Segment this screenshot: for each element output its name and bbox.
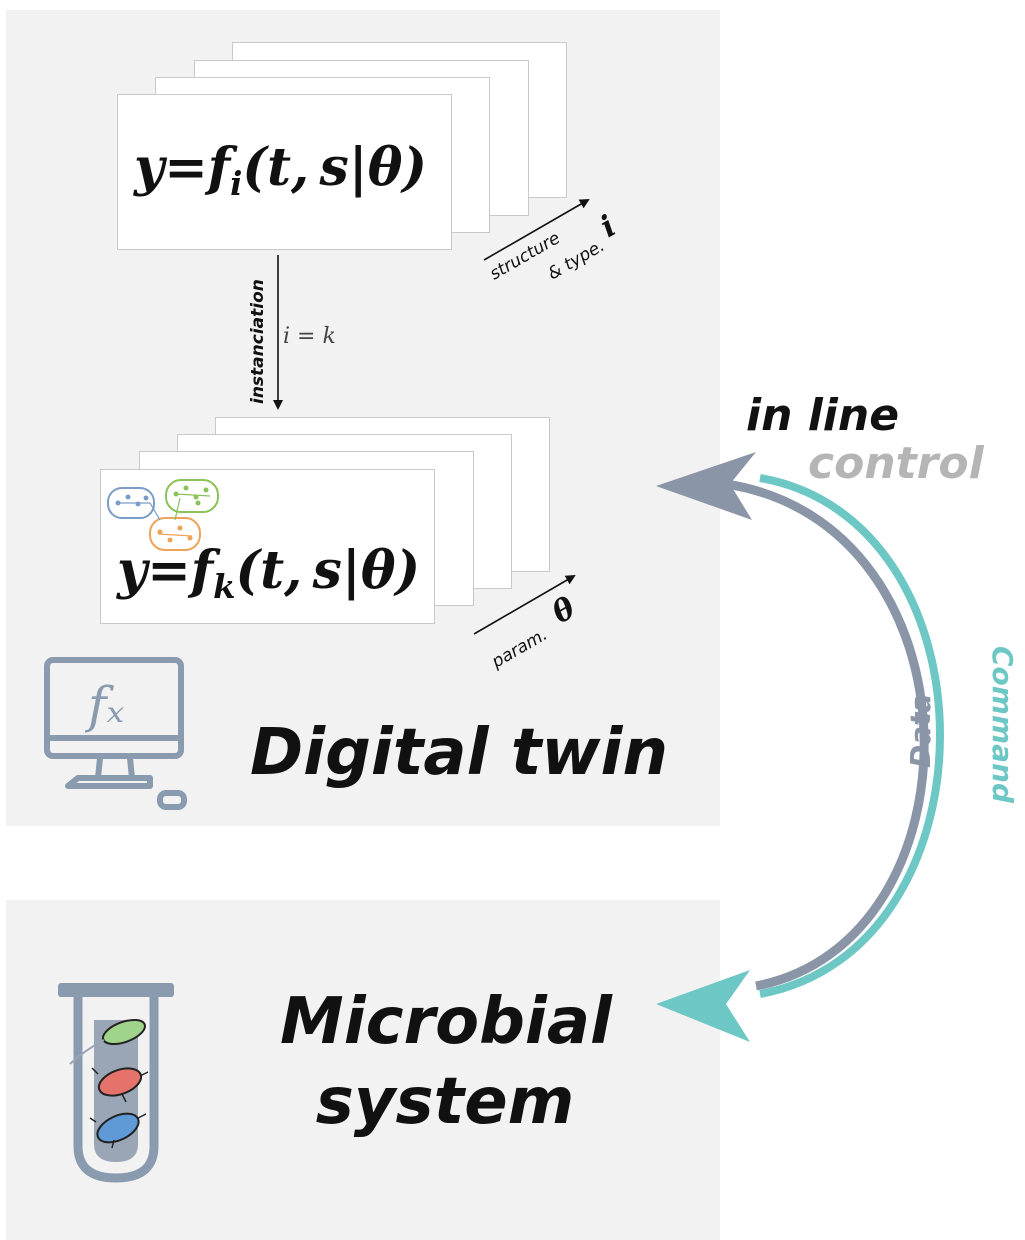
command-arrowhead (656, 970, 750, 1042)
data-label: Data (904, 694, 937, 768)
microbial-line: Microbial (280, 985, 612, 1059)
generic-model-formula: y=fi(t, s|θ) (134, 137, 428, 204)
structure-axis-arrow (483, 199, 590, 261)
param-axis-label: param. (488, 625, 551, 673)
test-tube-icon (58, 983, 174, 1183)
computer-fx-icon (44, 657, 187, 810)
microbial-system-title: Microbial system (280, 982, 612, 1142)
param-axis-symbol: θ (547, 591, 582, 631)
instanciation-condition: i = k (283, 324, 336, 349)
fx-glyph: fₓ (84, 676, 125, 734)
control-label: control (808, 438, 985, 489)
instanciation-label: instanciation (248, 279, 268, 404)
data-arrowhead (656, 452, 756, 520)
digital-twin-title: Digital twin (250, 716, 669, 790)
data-command-loop (656, 452, 944, 1042)
param-axis-arrow (473, 574, 576, 635)
data-path (725, 479, 929, 991)
model-card-front: y=fi(t, s|θ) (117, 94, 452, 250)
in-line-label: in line (746, 390, 899, 441)
instance-model-formula: y=fk(t, s|θ) (117, 540, 421, 607)
command-label: Command (986, 646, 1019, 804)
command-path (759, 474, 944, 998)
system-line: system (315, 1065, 575, 1139)
